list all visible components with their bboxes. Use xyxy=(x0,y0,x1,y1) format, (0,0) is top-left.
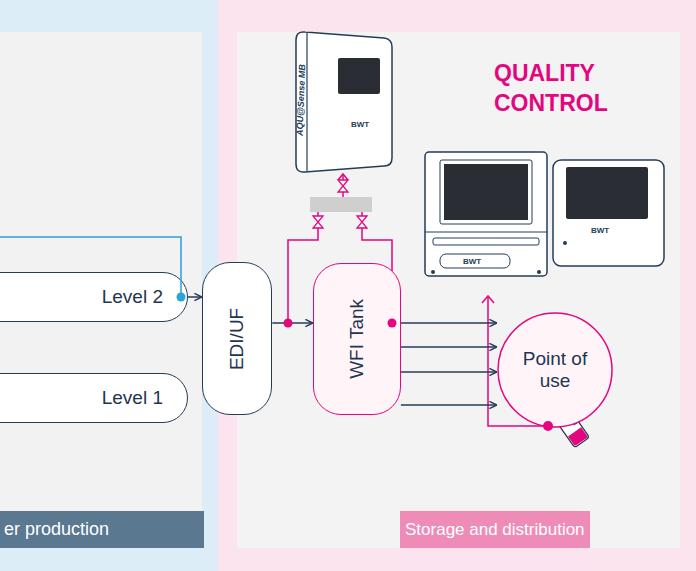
beaker-liquid xyxy=(568,427,588,446)
feed-line xyxy=(0,237,181,297)
device-screen xyxy=(338,58,380,94)
lab-instrument xyxy=(553,160,664,266)
node-label: Level 1 xyxy=(102,387,163,409)
arrow-head xyxy=(482,296,494,303)
valves xyxy=(313,180,367,228)
tank-box: WFI Tank xyxy=(313,263,401,415)
node-label: Level 2 xyxy=(102,286,163,308)
section-band: Storage and distribution xyxy=(400,511,590,548)
use-circle: Point of use xyxy=(497,312,613,428)
brand-logo: BWT xyxy=(350,120,370,129)
flow-arrow xyxy=(401,322,497,324)
flow-arrow xyxy=(272,322,313,324)
flow-arrow xyxy=(401,371,497,373)
flow-arrow xyxy=(188,296,202,298)
device-edge xyxy=(306,33,307,171)
analyzer-device xyxy=(296,32,392,172)
sample-slot xyxy=(433,238,539,245)
lab-instrument xyxy=(425,152,547,276)
indicator xyxy=(563,241,567,245)
valve-symbol xyxy=(338,180,348,192)
sample-point xyxy=(284,319,293,328)
sample-point xyxy=(543,421,553,431)
panel-line xyxy=(425,232,547,233)
node-label: EDI/UF xyxy=(226,307,248,369)
stage-box: Level 1 xyxy=(0,373,188,423)
junction-dot xyxy=(177,293,186,302)
valve-symbol xyxy=(357,216,367,228)
process-box: EDI/UF xyxy=(202,262,272,415)
node-label: Point of use xyxy=(515,348,595,392)
sample-point xyxy=(388,319,397,328)
node-label: Storage and distribution xyxy=(405,520,585,540)
node-label: er production xyxy=(4,519,109,540)
stage-box: Level 2 xyxy=(0,272,188,322)
brand-logo: BWT xyxy=(590,226,610,235)
section-title: QUALITY CONTROL xyxy=(494,58,644,118)
flow-arrow xyxy=(401,346,497,348)
foot xyxy=(431,270,435,274)
instrument-body xyxy=(425,152,547,276)
circle-shape xyxy=(498,313,612,427)
section-band: er production xyxy=(0,511,204,548)
valve-symbol xyxy=(313,216,323,228)
foot xyxy=(537,270,541,274)
node-label: WFI Tank xyxy=(346,299,368,379)
instrument-screen xyxy=(566,167,648,219)
device-body xyxy=(296,32,392,172)
storage-panel xyxy=(218,0,696,571)
brand-logo: BWT xyxy=(462,257,482,266)
flow-arrow xyxy=(401,404,497,406)
manifold-bar xyxy=(310,197,372,212)
screen-frame xyxy=(440,160,532,224)
storage-inner xyxy=(237,32,680,548)
arrow-head xyxy=(338,174,348,180)
drawer xyxy=(440,254,510,268)
instrument-screen xyxy=(444,164,528,220)
instrument-body xyxy=(553,160,664,266)
